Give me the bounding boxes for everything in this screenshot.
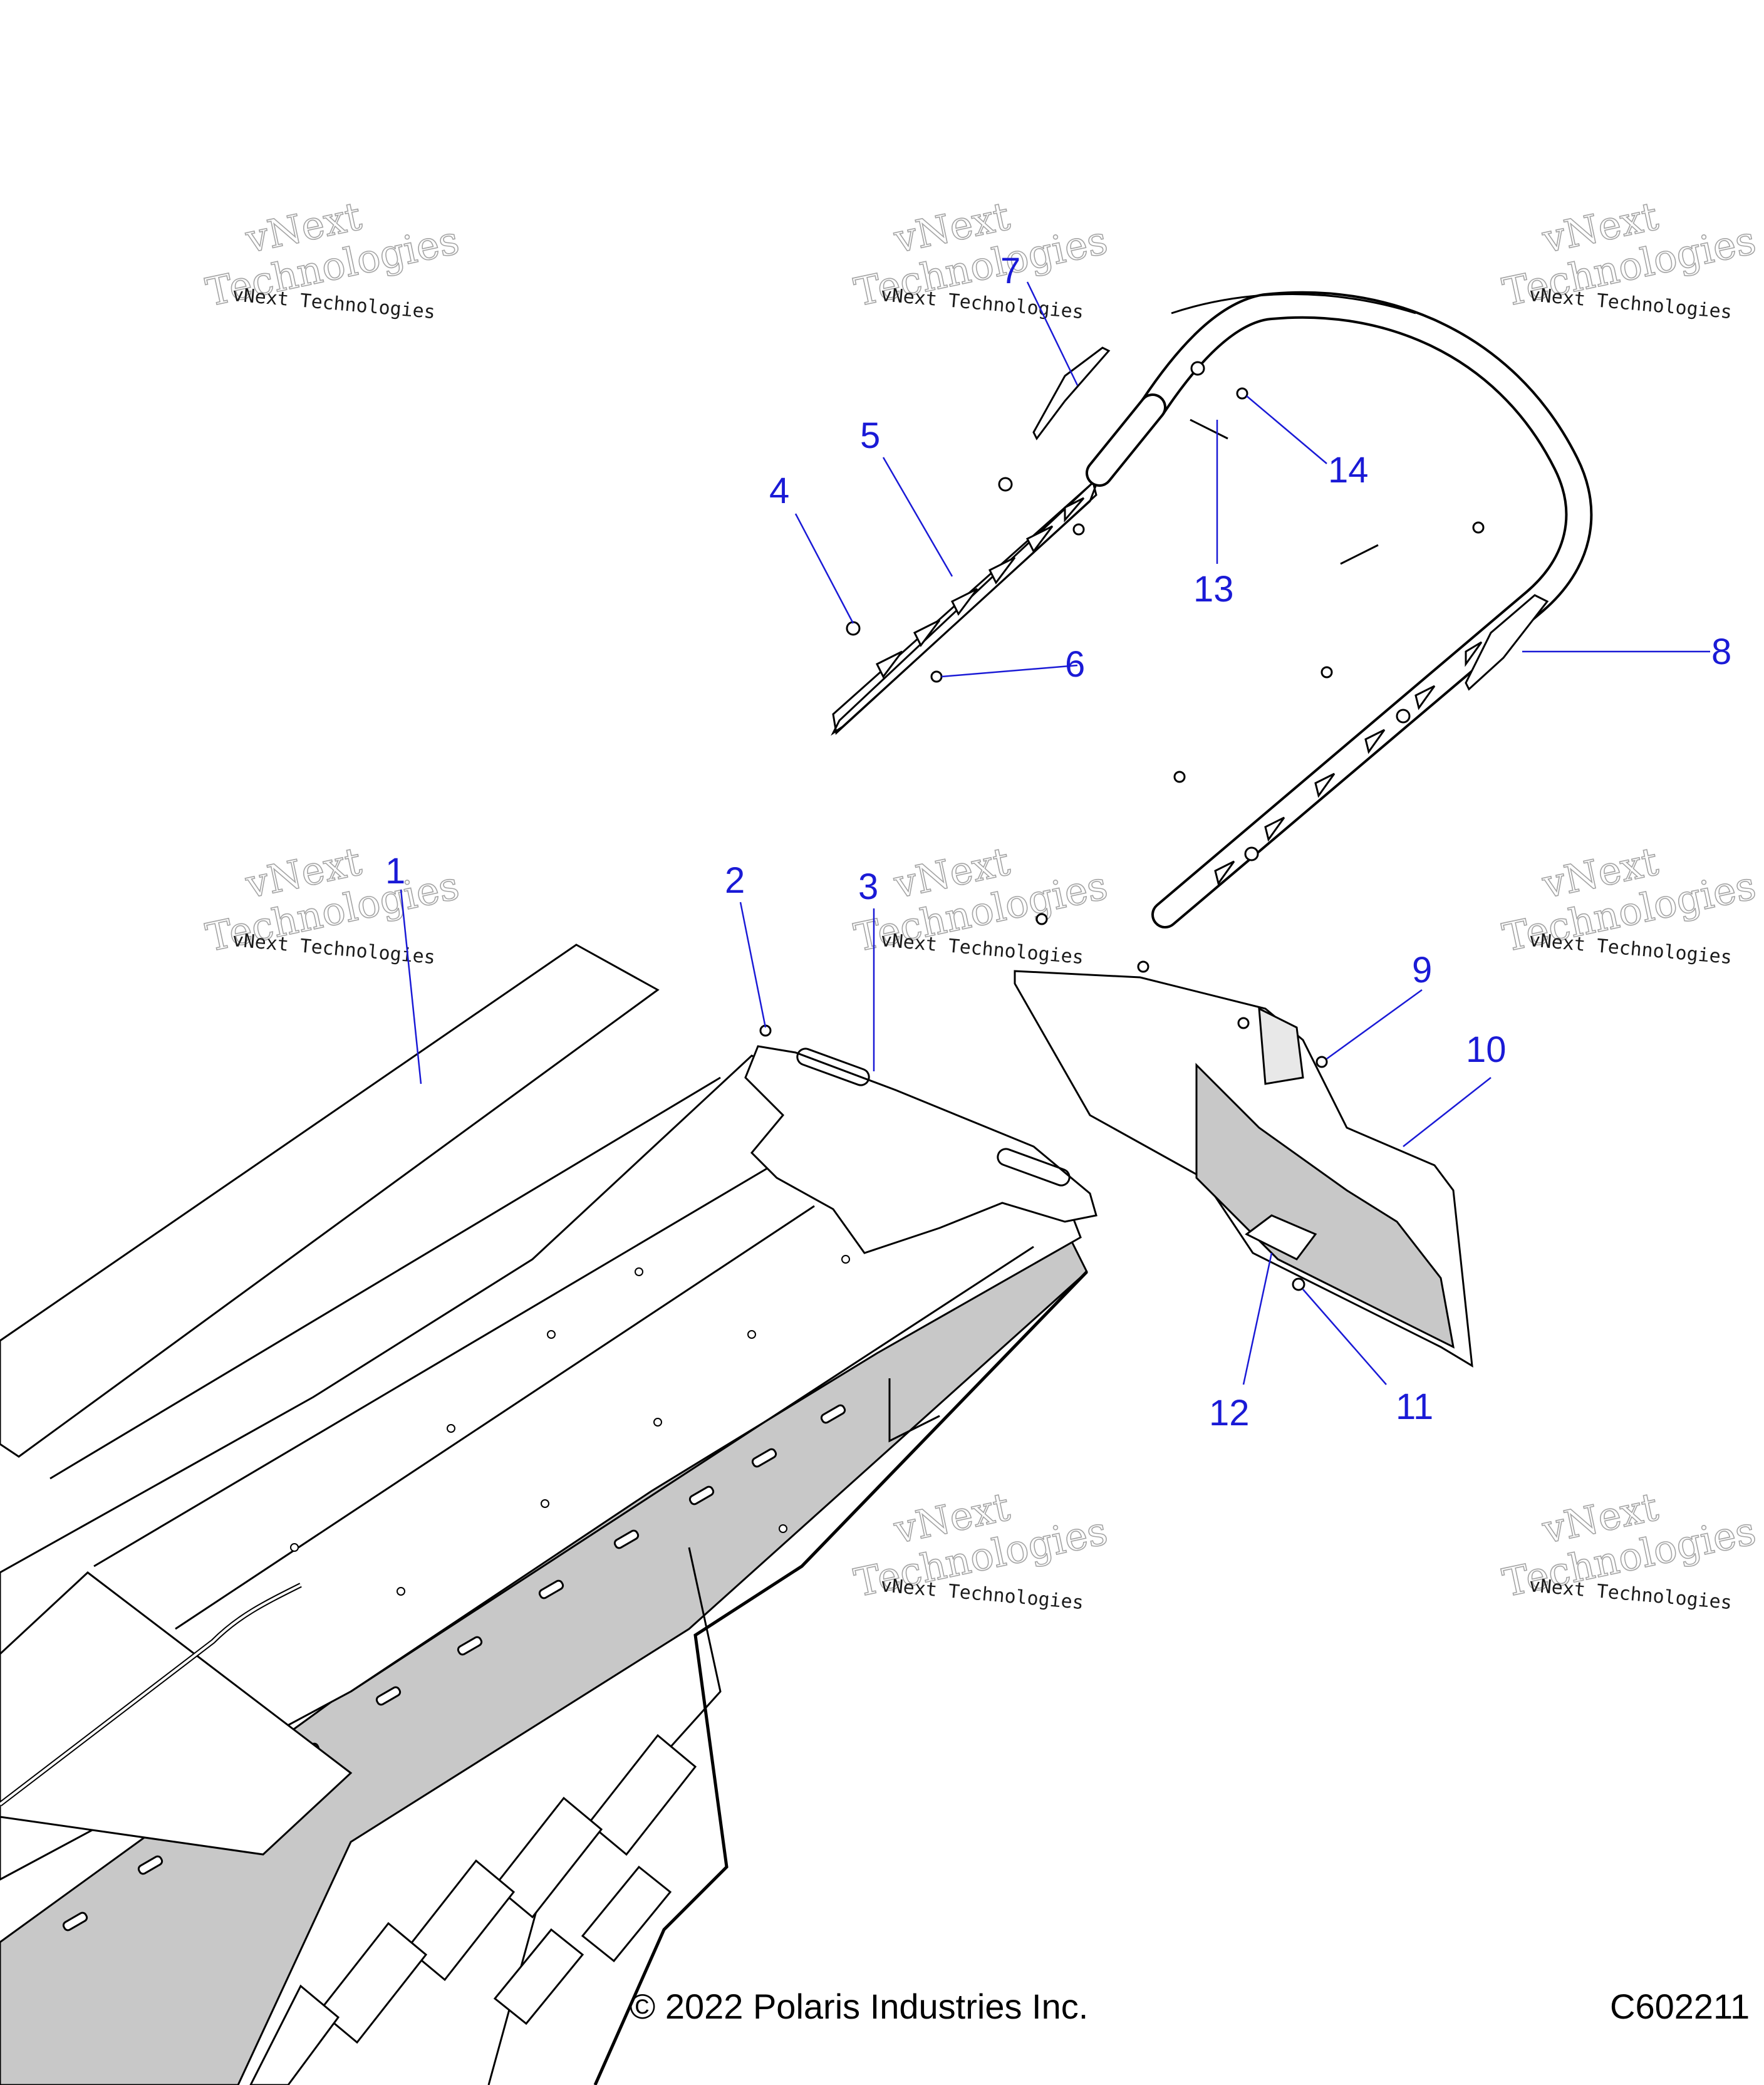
diagram-code: C602211 bbox=[1610, 1987, 1750, 2026]
tunnel-lattice bbox=[249, 1734, 697, 2085]
emblem-badge-right bbox=[1465, 594, 1549, 691]
rivet-part-14 bbox=[1236, 387, 1248, 400]
tunnel-lower-frame bbox=[888, 1378, 940, 1443]
callout-10: 10 bbox=[1466, 1029, 1507, 1070]
deck-holes bbox=[290, 1255, 850, 1596]
callout-3: 3 bbox=[858, 866, 878, 907]
rear-mounting-plate bbox=[744, 1045, 1097, 1254]
left-grab-rail bbox=[831, 475, 1101, 736]
backing-plate bbox=[1245, 1214, 1317, 1261]
bolt-part-9 bbox=[1315, 1056, 1328, 1068]
watermark-line: vNext Technologies bbox=[879, 284, 1084, 323]
callout-4: 4 bbox=[769, 471, 789, 511]
callout-13: 13 bbox=[1193, 569, 1234, 610]
tunnel-rail-line bbox=[93, 1158, 784, 1568]
wire-harness bbox=[0, 1584, 301, 1806]
rear-bumper-loop bbox=[1086, 291, 1593, 928]
watermark-line: vNext Technologies bbox=[1528, 284, 1733, 323]
callout-6: 6 bbox=[1065, 644, 1085, 685]
callout-5: 5 bbox=[860, 415, 880, 456]
leader-lines bbox=[400, 281, 1710, 1385]
callout-11: 11 bbox=[1396, 1386, 1433, 1427]
callout-8: 8 bbox=[1711, 632, 1731, 672]
callout-12: 12 bbox=[1209, 1393, 1250, 1433]
callout-1: 1 bbox=[385, 851, 405, 892]
fasteners bbox=[759, 387, 1485, 1291]
emblem-badge-left bbox=[1032, 346, 1111, 440]
watermark-line: vNext Technologies bbox=[1528, 929, 1733, 969]
watermark-line: vNext Technologies bbox=[1528, 1574, 1733, 1614]
plate-slot bbox=[796, 1048, 870, 1086]
tunnel-lower-frame bbox=[593, 1271, 1088, 2085]
snow-flap bbox=[1014, 970, 1473, 1368]
bolt-part-6 bbox=[930, 670, 943, 683]
tunnel-rail-line bbox=[350, 1245, 1034, 1693]
nut-part-4 bbox=[846, 621, 861, 636]
tunnel-rail-line bbox=[49, 1076, 721, 1480]
callout-9: 9 bbox=[1412, 950, 1432, 991]
tunnel-assembly bbox=[0, 1045, 1097, 2085]
callout-7: 7 bbox=[1000, 251, 1020, 291]
bolt-part-11 bbox=[1292, 1277, 1305, 1291]
callout-14: 14 bbox=[1328, 450, 1369, 491]
copyright-text: © 2022 Polaris Industries Inc. bbox=[630, 1987, 1088, 2026]
callout-2: 2 bbox=[725, 860, 745, 901]
watermark-line: vNext Technologies bbox=[879, 929, 1084, 969]
tunnel-control-box bbox=[0, 1571, 353, 1856]
plate-slot bbox=[997, 1148, 1071, 1187]
tunnel-rail-line bbox=[175, 1205, 815, 1630]
callouts: 1 2 3 4 5 6 7 8 9 10 11 12 13 14 bbox=[385, 251, 1731, 1433]
watermark-line: vNext Technologies bbox=[231, 284, 436, 323]
watermark-line: vNext Technologies bbox=[879, 1574, 1084, 1614]
decal-strip bbox=[0, 944, 660, 1458]
